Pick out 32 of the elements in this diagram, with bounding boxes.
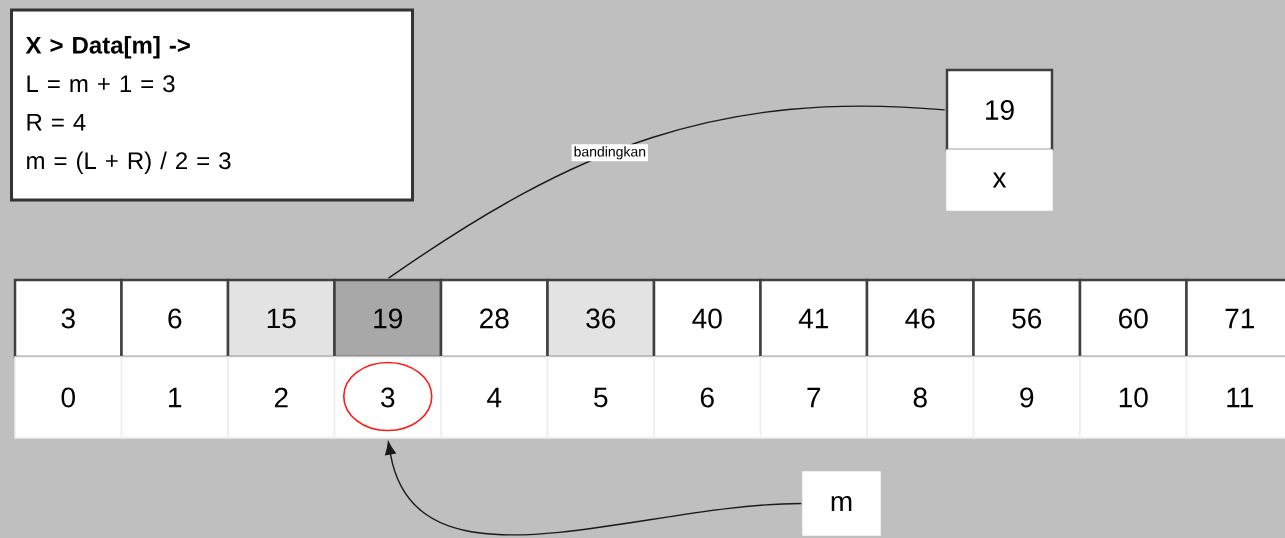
- index-cell: 7: [759, 356, 868, 439]
- connector: [385, 441, 802, 536]
- array-cell: 46: [865, 278, 975, 359]
- index-cell: 2: [227, 356, 336, 439]
- value-box: 19: [945, 68, 1054, 152]
- array-cell: 15: [226, 278, 336, 359]
- array-cell: 60: [1078, 278, 1188, 359]
- label-box: x: [946, 149, 1053, 211]
- index-cell: 3: [333, 356, 442, 439]
- index-cell: 0: [14, 356, 123, 439]
- node-label: 11: [1227, 387, 1253, 408]
- index-cell: 11: [1185, 356, 1285, 439]
- connector: [387, 105, 946, 279]
- array-cell: 71: [1185, 278, 1285, 359]
- array-cell: 28: [439, 278, 549, 359]
- array-cell: 40: [652, 278, 762, 359]
- array-cell: 56: [972, 278, 1082, 359]
- index-cell: 8: [866, 356, 975, 439]
- index-cell: 6: [653, 356, 762, 439]
- index-cell: 9: [972, 356, 1081, 439]
- array-cell: 41: [759, 278, 869, 359]
- info-box: X > Data[m] -> L = m + 1 = 3 R = 4 m = (L + R) / 2 = 3: [10, 8, 414, 202]
- array-cell: 6: [120, 278, 230, 359]
- array-cell: 36: [546, 278, 656, 359]
- index-cell: 1: [120, 356, 229, 439]
- index-cell: 10: [1079, 356, 1188, 439]
- index-cell: 5: [546, 356, 655, 439]
- index-cell: 4: [440, 356, 549, 439]
- edge-label: bandingkan: [571, 144, 649, 162]
- label-box: m: [802, 471, 881, 536]
- array-cell: 19: [333, 278, 443, 359]
- array-cell: 3: [13, 278, 123, 359]
